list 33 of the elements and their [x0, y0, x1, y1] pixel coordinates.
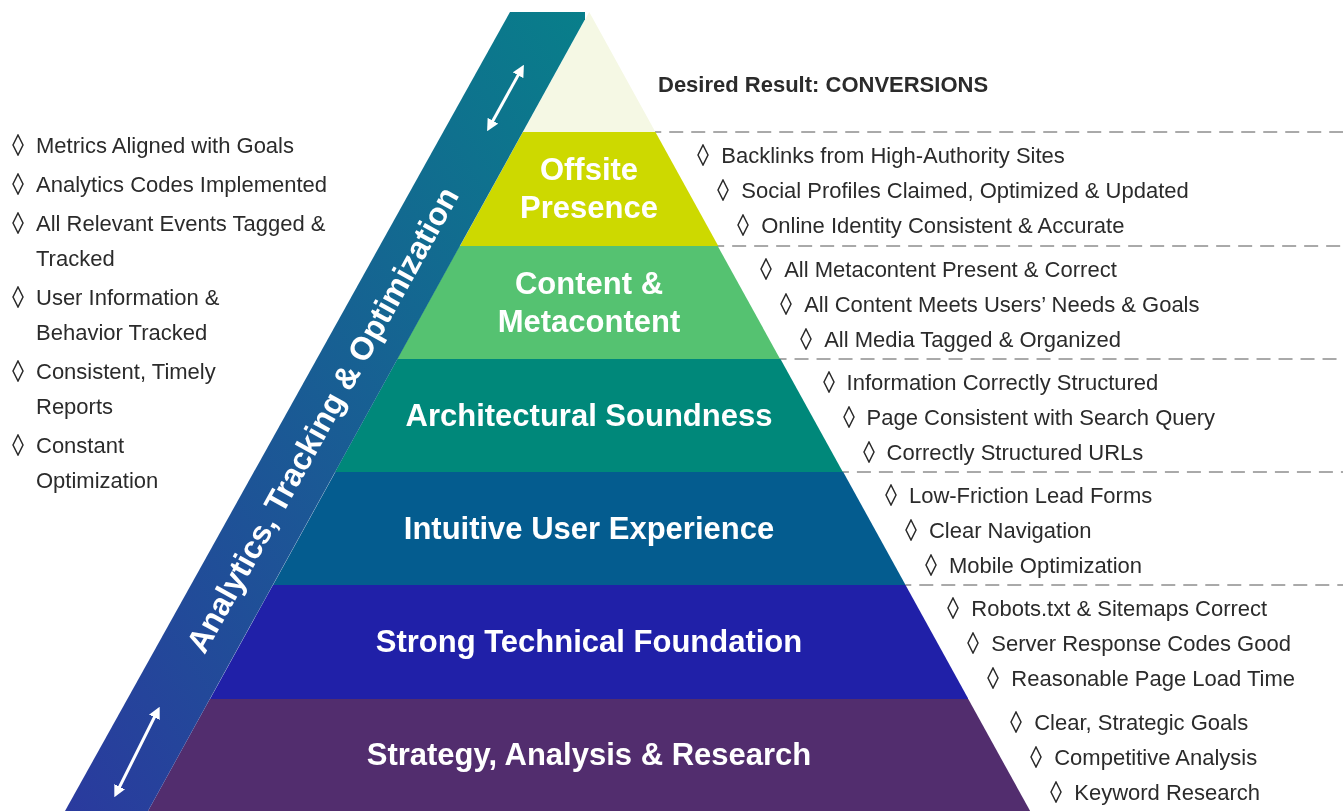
layer-label: Offsite Presence	[519, 151, 659, 227]
result-heading: Desired Result: CONVERSIONS	[658, 72, 989, 98]
layer-label: Strong Technical Foundation	[375, 623, 803, 661]
bullet-text: Social Profiles Claimed, Optimized & Updated	[741, 177, 1189, 205]
bullet-text: Page Consistent with Search Query	[866, 404, 1216, 432]
bullet-text: All Metacontent Present & Correct	[784, 256, 1117, 284]
layer-label: Intuitive User Experience	[403, 509, 775, 548]
bullet-text: Correctly Structured URLs	[886, 439, 1144, 467]
bullet-text: Low-Friction Lead Forms	[908, 482, 1153, 510]
bullet-text: Mobile Optimization	[948, 552, 1143, 580]
bullet-text: Server Response Codes Good	[991, 630, 1291, 658]
bullet-text: Keyword Research	[1074, 779, 1261, 807]
layer-label: Architectural Soundness	[405, 396, 773, 435]
bullet-text: Robots.txt & Sitemaps Correct	[971, 595, 1268, 623]
bullet-text: User Information & Behavior Tracked	[36, 284, 221, 347]
bullet-text: Metrics Aligned with Goals	[36, 132, 294, 160]
bullet-text: All Media Tagged & Organized	[824, 326, 1121, 354]
bullet-text: Analytics Codes Implemented	[36, 171, 328, 199]
bullet-text: Backlinks from High-Authority Sites	[721, 142, 1065, 170]
pyramid-apex	[522, 12, 656, 132]
bullet-text: All Relevant Events Tagged & Tracked	[36, 210, 327, 273]
bullet-text: All Content Meets Users’ Needs & Goals	[804, 291, 1200, 319]
bullet-text: Competitive Analysis	[1054, 744, 1258, 772]
bullet-text: Information Correctly Structured	[846, 369, 1159, 397]
layer-label: Strategy, Analysis & Research	[366, 736, 812, 774]
bullet-text: Clear, Strategic Goals	[1034, 709, 1249, 737]
bullet-text: Reasonable Page Load Time	[1011, 665, 1296, 693]
bullet-text: Online Identity Consistent & Accurate	[761, 212, 1125, 240]
bullet-text: Clear Navigation	[928, 517, 1092, 545]
pyramid-layer	[147, 699, 1031, 811]
bullet-text: Consistent, Timely Reports	[36, 358, 217, 421]
bullet-text: Constant Optimization	[36, 432, 160, 495]
layer-label: Content & Metacontent	[496, 264, 682, 341]
